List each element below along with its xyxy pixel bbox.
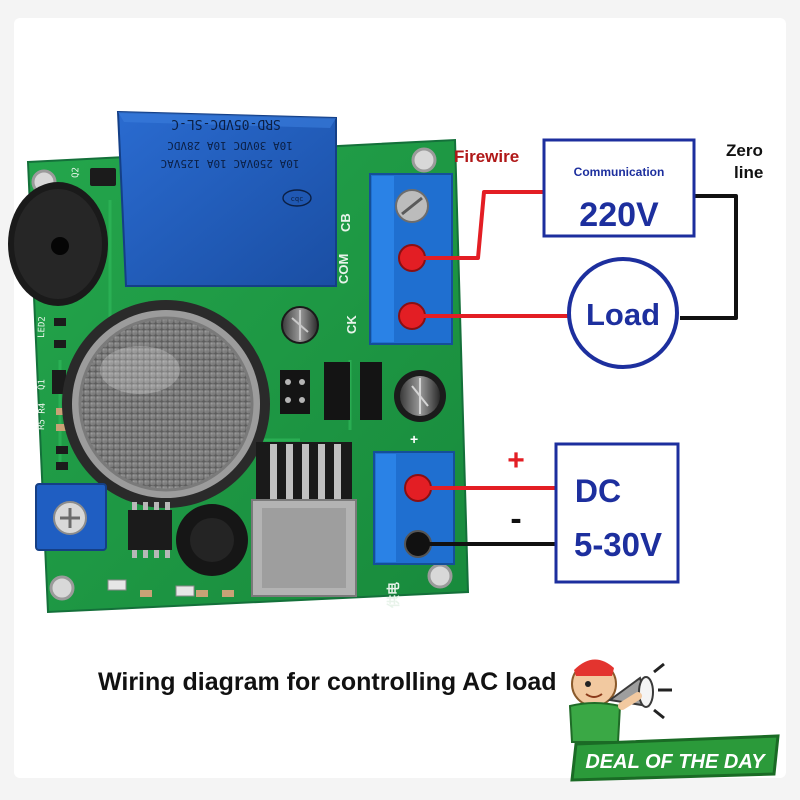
caption-text: Wiring diagram for controlling AC load xyxy=(98,668,557,696)
electrolytic-capacitor: + xyxy=(394,370,446,447)
ac-source-voltage: 220V xyxy=(579,196,659,234)
ac-source-box: Communication 220V xyxy=(542,138,696,238)
mounting-hole xyxy=(49,575,75,601)
svg-text:Q2: Q2 xyxy=(71,167,81,178)
mascot-megaphone-icon xyxy=(568,659,672,743)
deal-of-the-day-badge: DEAL OF THE DAY xyxy=(568,659,780,782)
terminal-label-cb: CB xyxy=(338,213,353,232)
screw-slot-icon xyxy=(401,196,423,216)
deal-badge-text: DEAL OF THE DAY xyxy=(585,751,766,773)
zero-line-label: line xyxy=(734,163,763,182)
firewire-label: Firewire xyxy=(454,147,519,166)
relay-rating-text: 10A 30VDC 10A 28VDC xyxy=(167,139,293,152)
gas-sensor xyxy=(62,300,270,508)
dc-supply-voltage: 5-30V xyxy=(574,526,662,563)
cqc-mark-text: cqc xyxy=(291,195,304,203)
led xyxy=(175,585,195,597)
live-wire xyxy=(412,190,546,260)
inductor xyxy=(176,504,248,576)
cqc-mark-icon xyxy=(282,189,312,207)
load-circle: Load xyxy=(567,257,679,369)
svg-text:Q1: Q1 xyxy=(37,379,47,390)
mounting-hole xyxy=(427,563,453,589)
zero-line-label: Zero xyxy=(726,141,763,160)
led xyxy=(107,579,127,591)
dc-plus-label: + xyxy=(507,444,525,477)
dc-minus-label: - xyxy=(510,500,521,538)
potentiometer xyxy=(35,483,107,551)
power-terminal-label: 供电 xyxy=(386,582,401,609)
small-capacitor xyxy=(281,306,319,344)
relay-model-text: SRD-05VDC-SL-C xyxy=(171,116,281,131)
jumper-headers xyxy=(280,362,382,420)
ac-source-title: Communication xyxy=(574,165,665,179)
relay-rating-text: 10A 250VAC 10A 125VAC xyxy=(160,157,299,170)
voltage-regulator xyxy=(251,442,357,597)
buzzer xyxy=(8,182,108,306)
svg-text:R5 R4: R5 R4 xyxy=(37,403,48,430)
svg-text:+: + xyxy=(410,431,418,447)
ic-chip xyxy=(128,502,172,558)
terminal-label-ck: CK xyxy=(344,315,359,334)
dc-supply-label: DC xyxy=(575,473,621,509)
neutral-wire xyxy=(680,194,738,320)
mounting-hole xyxy=(411,147,437,173)
load-label: Load xyxy=(586,297,660,332)
relay: SRD-05VDC-SL-C 10A 30VDC 10A 28VDC 10A 2… xyxy=(116,110,337,287)
terminal-label-com: COM xyxy=(336,254,351,284)
svg-text:LED2: LED2 xyxy=(37,316,48,338)
dc-supply-box: DC 5-30V xyxy=(554,442,680,584)
